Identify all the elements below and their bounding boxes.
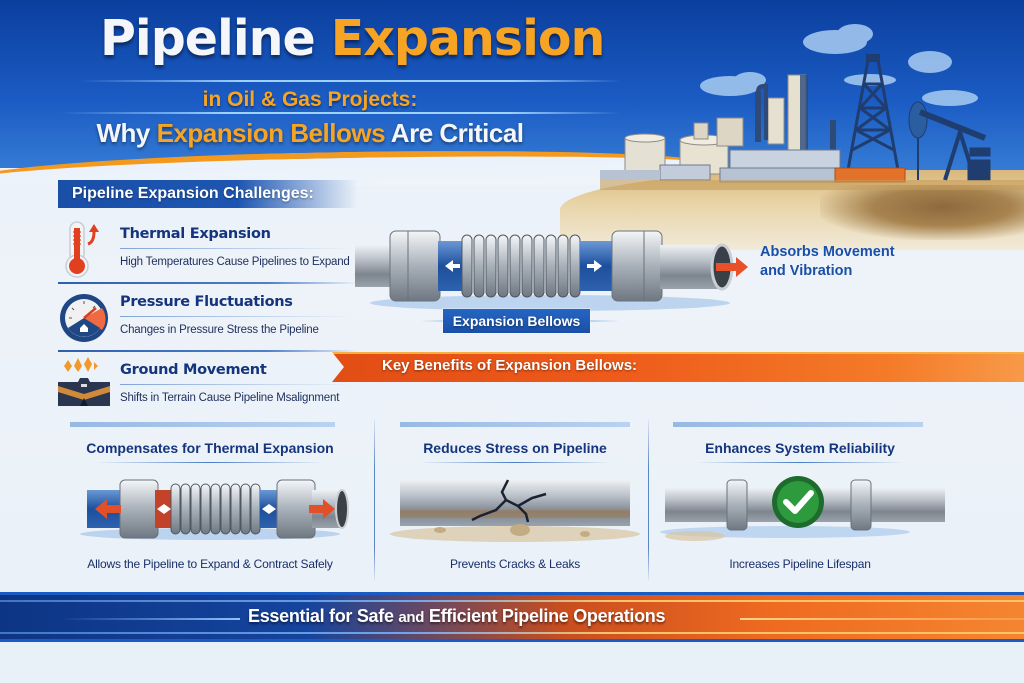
benefit-topbar bbox=[673, 422, 923, 427]
benefit-underline bbox=[95, 462, 325, 463]
thermometer-icon bbox=[65, 221, 99, 278]
title-rule-1 bbox=[80, 80, 620, 82]
dirt-mound bbox=[820, 185, 1024, 240]
challenge-description: High Temperatures Cause Pipelines to Exp… bbox=[120, 256, 350, 268]
footer-text-part3: Efficient Pipeline Operations bbox=[428, 606, 666, 626]
title-word-pipeline: Pipeline bbox=[100, 10, 316, 67]
subtitle-word-why: Why bbox=[96, 118, 150, 148]
subtitle-word-are-critical: Are Critical bbox=[390, 118, 524, 148]
footer-text-part1: Essential for Safe bbox=[248, 606, 394, 626]
challenge-title: Thermal Expansion bbox=[120, 226, 271, 242]
benefit-underline bbox=[695, 462, 905, 463]
benefit-title: Enhances System Reliability bbox=[705, 440, 895, 456]
benefit-caption: Allows the Pipeline to Expand & Contract… bbox=[87, 557, 333, 571]
bellows-with-arrows-icon bbox=[80, 479, 349, 540]
expansion-bellows-illustration-icon bbox=[355, 230, 748, 311]
footer-tagline: Essential for Safe and Efficient Pipelin… bbox=[248, 606, 666, 627]
absorbs-movement-callout: Absorbs Movement and Vibration bbox=[760, 243, 920, 281]
challenge-divider bbox=[58, 282, 358, 284]
benefit-underline bbox=[420, 462, 610, 463]
subtitle-line-2: Why Expansion Bellows Are Critical bbox=[0, 118, 620, 149]
benefit-topbar bbox=[400, 422, 630, 427]
challenge-underline bbox=[120, 316, 355, 317]
benefit-topbar bbox=[70, 422, 335, 427]
footer-line-bottom bbox=[0, 632, 1024, 634]
benefit-thermal-expansion: Compensates for Thermal Expansion bbox=[65, 420, 355, 585]
expansion-bellows-label: Expansion Bellows bbox=[443, 309, 590, 333]
challenge-thermal-expansion: Thermal Expansion High Temperatures Caus… bbox=[58, 218, 358, 286]
footer-rule-right bbox=[740, 618, 1024, 620]
ground-movement-icon bbox=[58, 357, 110, 406]
key-benefits-heading: Key Benefits of Expansion Bellows: bbox=[382, 357, 638, 374]
benefit-title: Compensates for Thermal Expansion bbox=[86, 440, 334, 456]
callout-line-2: and Vibration bbox=[760, 263, 853, 279]
page-title: Pipeline Expansion bbox=[100, 10, 620, 67]
callout-line-1: Absorbs Movement bbox=[760, 244, 895, 260]
benefit-title: Reduces Stress on Pipeline bbox=[423, 440, 607, 456]
title-word-expansion: Expansion bbox=[330, 10, 606, 67]
challenge-ground-movement: Ground Movement Shifts in Terrain Cause … bbox=[58, 354, 358, 422]
cracked-pipe-icon bbox=[390, 479, 640, 542]
benefit-caption: Increases Pipeline Lifespan bbox=[729, 557, 871, 571]
benefit-reduces-stress: Reduces Stress on Pipeline Prevents Crac… bbox=[380, 420, 650, 585]
challenge-divider bbox=[58, 350, 358, 352]
footer-line-top bbox=[0, 600, 1024, 602]
challenge-title: Ground Movement bbox=[120, 362, 267, 378]
pressure-gauge-icon bbox=[60, 294, 108, 342]
benefit-divider-2 bbox=[648, 420, 649, 580]
key-benefits-ribbon bbox=[332, 352, 1024, 382]
challenge-pressure-fluctuations: Pressure Fluctuations Changes in Pressur… bbox=[58, 286, 358, 354]
challenges-heading: Pipeline Expansion Challenges: bbox=[58, 180, 358, 208]
benefit-system-reliability: Enhances System Reliability Increases Pi… bbox=[655, 420, 955, 585]
footer-text-part2: and bbox=[398, 609, 425, 626]
pipe-with-checkmark-icon bbox=[660, 476, 945, 541]
title-rule-2 bbox=[60, 112, 620, 114]
challenge-underline bbox=[120, 384, 355, 385]
refinery-scene-icon bbox=[600, 24, 1024, 190]
benefit-caption: Prevents Cracks & Leaks bbox=[449, 557, 581, 571]
challenge-title: Pressure Fluctuations bbox=[120, 294, 293, 310]
benefit-divider-1 bbox=[374, 420, 375, 580]
footer-rule-left bbox=[60, 618, 240, 620]
challenge-underline bbox=[120, 248, 355, 249]
challenge-description: Shifts in Terrain Cause Pipeline Msalign… bbox=[120, 392, 340, 404]
footer-banner: Essential for Safe and Efficient Pipelin… bbox=[0, 592, 1024, 642]
subtitle-line-1: in Oil & Gas Projects: bbox=[202, 88, 418, 111]
challenge-description: Changes in Pressure Stress the Pipeline bbox=[120, 324, 319, 336]
subtitle-word-expansion-bellows: Expansion Bellows bbox=[156, 118, 386, 148]
